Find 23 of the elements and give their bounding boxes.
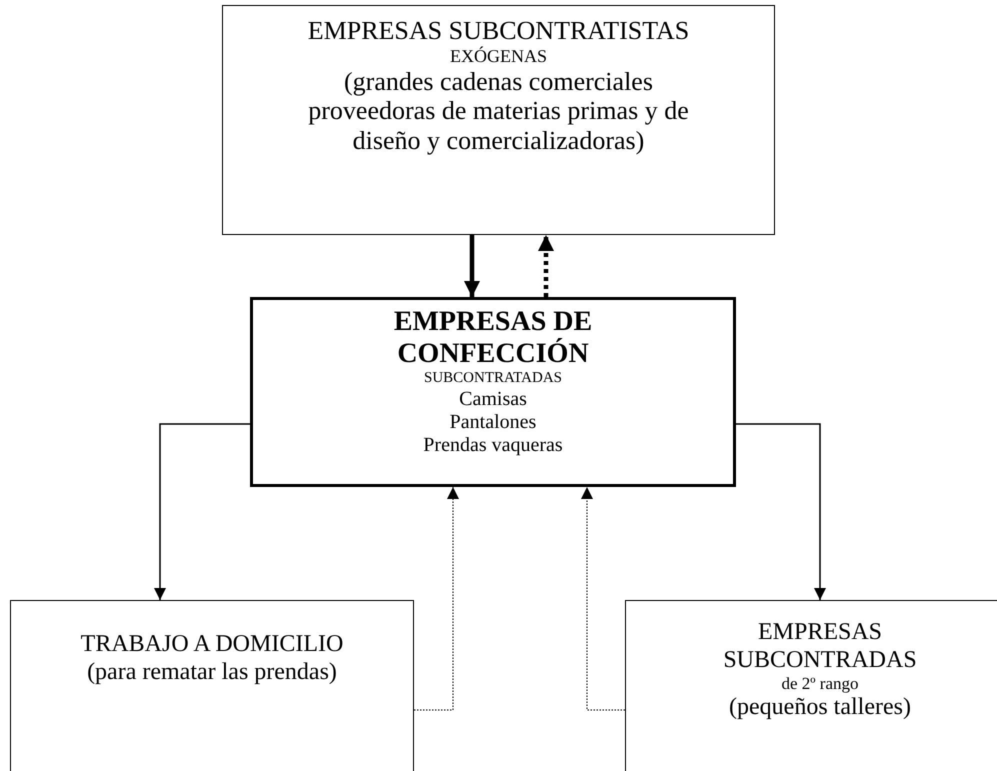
- node-heading: EMPRESAS SUBCONTRATISTAS: [308, 16, 690, 46]
- node-subheading: de 2º rango: [781, 674, 859, 694]
- node-description: (grandes cadenas comerciales proveedoras de materias primas y de diseño y comercializadoras): [307, 66, 690, 156]
- arrow: [538, 235, 554, 297]
- arrow: [414, 486, 459, 710]
- node-heading: TRABAJO A DOMICILIO: [80, 631, 344, 659]
- list-item: Camisas: [459, 388, 527, 411]
- process-box: [10, 600, 414, 771]
- arrow: [154, 423, 250, 600]
- process-box: [250, 297, 736, 487]
- node-heading: EMPRESAS SUBCONTRADAS: [722, 619, 918, 674]
- arrow: [581, 486, 626, 710]
- list-item: Prendas vaqueras: [423, 434, 563, 457]
- node-subheading: EXÓGENAS: [450, 46, 547, 67]
- node-description: (para rematar las prendas): [87, 658, 337, 686]
- node-subheading: SUBCONTRATADAS: [424, 370, 562, 388]
- process-box: [222, 5, 775, 235]
- list-item: Pantalones: [450, 410, 536, 434]
- arrow: [736, 423, 826, 600]
- arrow: [464, 235, 480, 297]
- process-box: [625, 600, 997, 771]
- node-description: (pequeños talleres): [729, 694, 911, 722]
- node-heading: EMPRESAS DE CONFECCIÓN: [392, 306, 594, 370]
